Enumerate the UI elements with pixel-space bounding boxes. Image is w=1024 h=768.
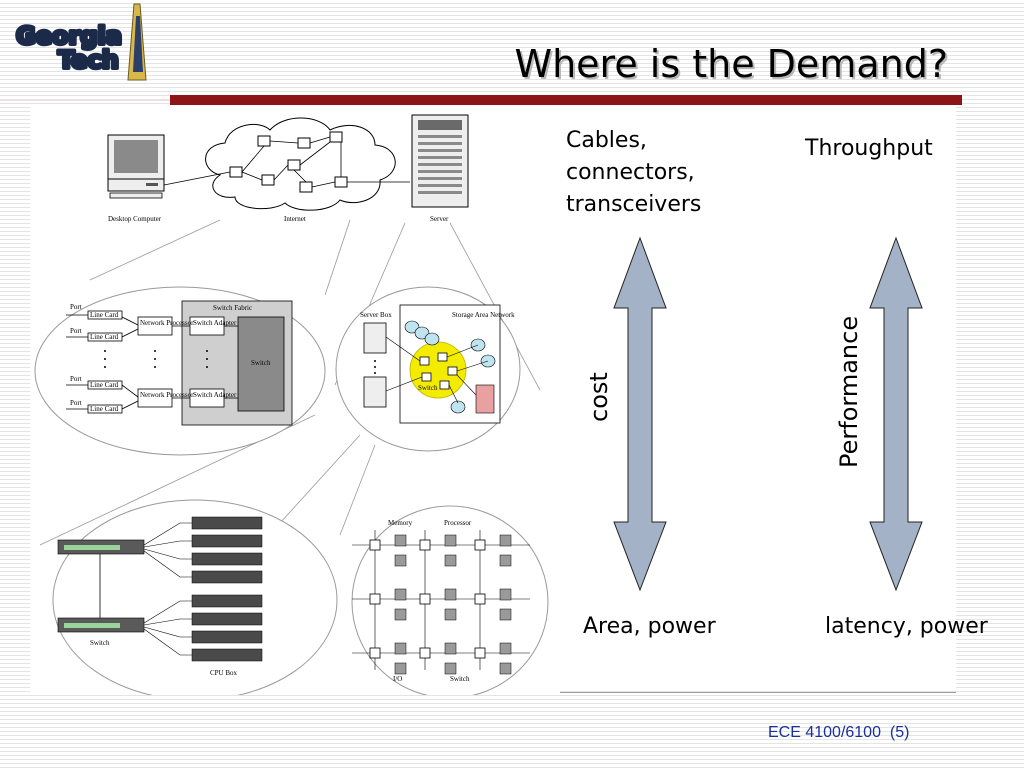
line-card-label-3: Line Card xyxy=(90,381,119,389)
bottom-rule xyxy=(560,692,956,693)
processor-label: Processor xyxy=(444,519,472,527)
slide-title: Where is the Demand? xyxy=(514,42,948,86)
slide-footer: ECE 4100/6100 (5) xyxy=(768,724,910,741)
switch-adapter-label-1: Switch Adapter xyxy=(193,319,237,327)
server-label: Server xyxy=(430,215,449,223)
port-label-4: Port xyxy=(70,399,82,407)
io-label: I/O xyxy=(393,675,402,683)
title-rule-lead xyxy=(0,99,170,101)
server-box-label: Server Box xyxy=(360,311,392,319)
cables-line-2: connectors, xyxy=(566,160,695,185)
throughput-label: Throughput xyxy=(805,136,933,161)
mesh-switch-label: Switch xyxy=(450,675,470,683)
network-processor-label-1: Network Processor xyxy=(140,319,194,327)
fabric-switch-label: Switch xyxy=(251,359,271,367)
internet-label: Internet xyxy=(284,215,306,223)
rack-switch-label: Switch xyxy=(90,639,110,647)
logo-line1: Georgia xyxy=(16,22,122,50)
network-hierarchy-figure: Desktop Computer xyxy=(30,105,560,695)
latency-power-label: latency, power xyxy=(825,614,988,639)
port-label-3: Port xyxy=(70,375,82,383)
tradeoff-arrows xyxy=(613,236,923,592)
georgia-tech-logo: Georgia Georgia Tech Tech xyxy=(14,2,154,82)
desktop-label: Desktop Computer xyxy=(108,215,162,223)
cost-label: cost xyxy=(585,372,613,422)
area-power-label: Area, power xyxy=(583,614,716,639)
title-rule xyxy=(170,95,962,105)
san-label: Storage Area Network xyxy=(452,311,515,319)
port-label-1: Port xyxy=(70,303,82,311)
desktop-computer-icon xyxy=(107,134,165,199)
cables-line-1: Cables, xyxy=(566,128,647,153)
cost-arrow xyxy=(613,236,667,592)
rack-cluster: Switch CPU Box xyxy=(52,499,338,695)
performance-arrow xyxy=(869,236,923,592)
network-processor-label-2: Network Processor xyxy=(140,391,194,399)
port-label-2: Port xyxy=(70,327,82,335)
logo-line2-fill: Tech xyxy=(58,46,119,74)
performance-label: Performance xyxy=(835,315,863,468)
storage-area-network: Storage Area Network Server Box Switch xyxy=(335,286,521,452)
network-diagram: Desktop Computer xyxy=(34,114,549,695)
logo-line2: Tech xyxy=(58,46,119,74)
switch-adapter-label-2: Switch Adapter xyxy=(193,391,237,399)
line-card-label-1: Line Card xyxy=(90,311,119,319)
line-card-label-2: Line Card xyxy=(90,333,119,341)
memory-label: Memory xyxy=(388,519,413,527)
server-icon xyxy=(411,114,469,208)
cables-line-3: transceivers xyxy=(566,192,702,217)
switch-fabric-label: Switch Fabric xyxy=(213,304,252,312)
line-card-label-4: Line Card xyxy=(90,405,119,413)
processor-mesh: Memory Processor xyxy=(351,505,549,695)
logo-line1-fill: Georgia xyxy=(16,22,122,50)
router-internals: Switch Fabric Switch Switch Adapter Swit… xyxy=(34,286,326,456)
cables-label: Cables, connectors, transceivers xyxy=(566,125,701,221)
san-switch-label: Switch xyxy=(418,384,438,392)
logo-graphic: Georgia Georgia Tech Tech xyxy=(14,3,147,81)
cpu-box-label: CPU Box xyxy=(210,669,238,677)
internet-cloud-icon xyxy=(163,117,410,211)
